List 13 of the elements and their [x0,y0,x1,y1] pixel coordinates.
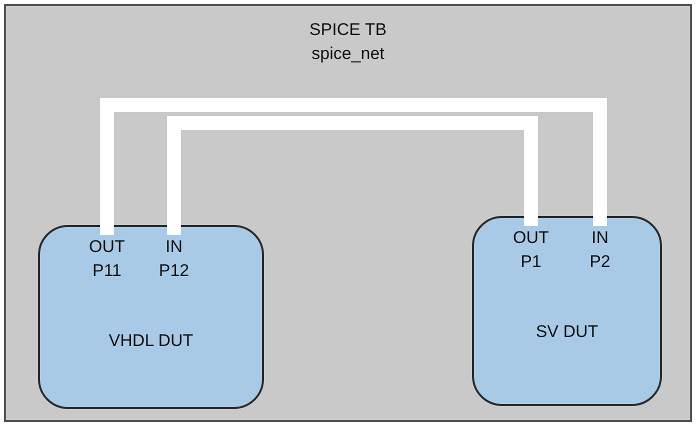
module-name: SV DUT [534,322,600,342]
module-box [472,216,662,406]
port-label: OUT P1 [507,226,555,276]
module-name: VHDL DUT [108,331,194,351]
port-label: IN P2 [580,226,620,276]
testbench-box [4,4,692,422]
wire [100,98,607,235]
net-name: spice_net [310,44,386,64]
wire [167,116,538,235]
port-label: IN P12 [152,235,196,285]
title-text: SPICE TB [308,20,388,40]
port-label: OUT P11 [83,235,131,285]
module-box [38,225,264,409]
